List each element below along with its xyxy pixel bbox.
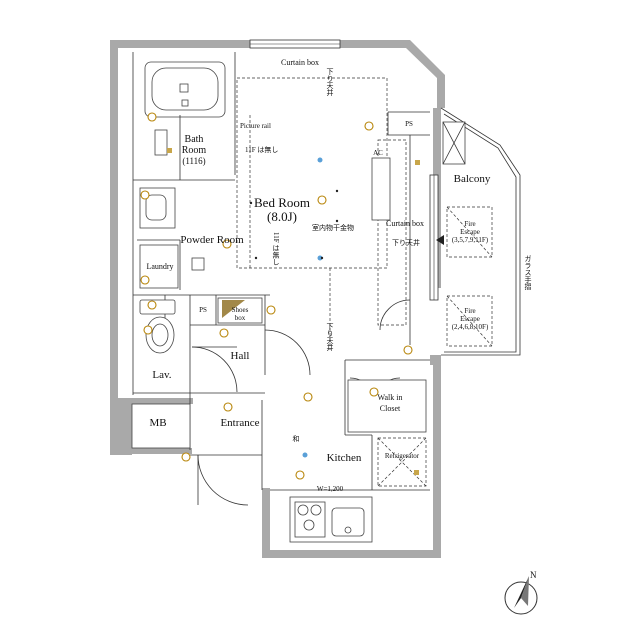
curtain-box-right: Curtain box (386, 219, 424, 228)
powder-room-label: Powder Room (180, 234, 244, 246)
washer-mark: 和 (293, 434, 300, 443)
kitchen-label: Kitchen (327, 452, 362, 464)
ac-unit (371, 157, 391, 221)
fire-escape-1c: (3,5,7,9,11F) (452, 236, 489, 244)
down-ceiling-top: 下り天井 (326, 68, 334, 97)
fire-escape-1: Fire (464, 220, 475, 228)
fire-escape-2c: (2,4,6,8,10F) (452, 323, 489, 331)
fire-escape-1b: Escape (460, 228, 480, 236)
bedroom-label: Bed Room (254, 195, 310, 210)
hall-label: Hall (231, 350, 250, 362)
ps-top-label: PS (405, 120, 413, 128)
fire-escape-2b: Escape (460, 315, 480, 323)
shoes-box-fixture (217, 297, 263, 324)
drying-hardware-label: 室内物干金物 (312, 223, 354, 232)
kitchen-counter (289, 496, 373, 543)
ceiling-markers (302, 157, 323, 458)
ps-lav-label: PS (199, 306, 207, 314)
outlets (167, 148, 420, 475)
bedroom-size: (8.0J) (267, 209, 297, 224)
lights (140, 112, 413, 480)
balcony-label: Balcony (454, 173, 491, 185)
closet-label-2: Closet (380, 404, 401, 413)
compass-north: N (530, 570, 537, 580)
outer-walls (110, 40, 445, 558)
lav-label: Lav. (152, 369, 171, 381)
fire-escape-2: Fire (464, 307, 475, 315)
compass (504, 576, 538, 615)
closet-label-1: Walk in (378, 393, 403, 402)
kitchen-width: W=1,200 (317, 485, 344, 493)
interior-walls (132, 52, 430, 491)
down-ceiling-right: 下り天井 (392, 238, 420, 247)
entrance-label: Entrance (220, 417, 259, 429)
shoes-box-label-2: box (235, 314, 246, 322)
refrigerator-label: Refrigerator (385, 452, 420, 460)
balcony-outline (436, 107, 521, 356)
mb-label: MB (149, 417, 166, 429)
ac-label: AC (373, 149, 383, 157)
floor-note: 11F は無し (245, 145, 278, 154)
windows (249, 39, 439, 301)
floor-note-vertical: 11F は無し (272, 232, 280, 266)
bath-label: Bath (185, 134, 204, 145)
glass-rail-label: ガラス手摺 (524, 255, 532, 291)
bathtub (144, 61, 226, 180)
mb-box (131, 403, 191, 449)
refrigerator-space (377, 437, 427, 487)
picture-rail-label: Picture rail (240, 122, 271, 130)
closet-shelf (347, 379, 427, 433)
bath-label-2: Room (182, 145, 207, 156)
shoes-box-label-1: Shoes (232, 306, 249, 314)
down-ceiling-hall: 下り天井 (326, 323, 334, 352)
laundry-label: Laundry (146, 262, 173, 271)
curtain-box-top: Curtain box (281, 58, 319, 67)
bath-size: (1116) (182, 156, 205, 166)
